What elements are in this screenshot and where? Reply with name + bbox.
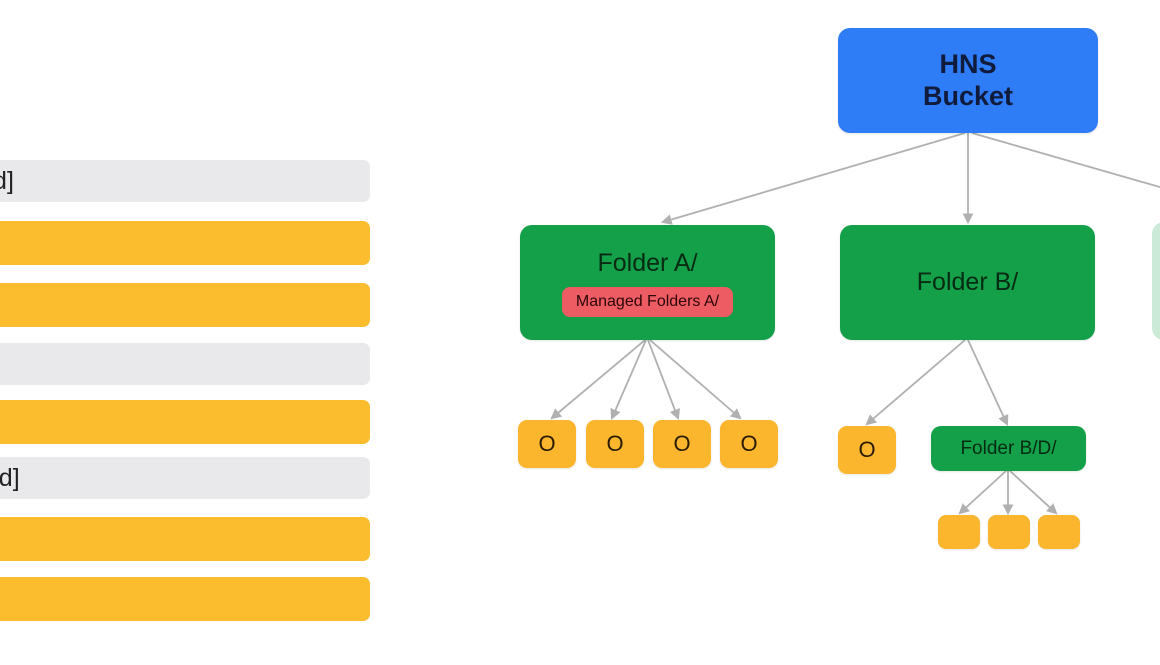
object-glyph: O [538,431,556,456]
object-glyph: O [673,431,691,456]
managed-folders-badge[interactable]: Managed Folders A/ [561,286,734,317]
list-group-header-label: lated] [0,463,20,492]
node-folder-bd[interactable]: Folder B/D/ [931,426,1086,471]
object-glyph: O [740,431,758,456]
node-hns-bucket-line2: Bucket [922,80,1014,111]
node-folder-b[interactable]: Folder B/ [840,225,1095,340]
node-folder-a[interactable]: Folder A/ Managed Folders A/ [520,225,775,340]
list-item[interactable] [0,400,370,444]
object-glyph: O [858,437,876,462]
edge-folder-a-to-object-1 [550,339,646,420]
node-object-small[interactable] [988,515,1030,549]
edge-folder-a-to-object-4 [649,339,742,420]
edge-bucket-to-folder-a [660,132,966,225]
node-object[interactable]: O [586,420,644,468]
node-object[interactable]: O [653,420,711,468]
node-object-small[interactable] [938,515,980,549]
list-item[interactable]: xt [0,577,370,621]
edge-folder-b-to-object [865,339,966,426]
edge-bucket-to-folder-c [971,132,1160,189]
node-object[interactable]: O [518,420,576,468]
list-group-header-label: ated] [0,166,15,195]
edge-folder-a-to-object-3 [647,339,680,421]
list-group-header: ated] [0,160,370,202]
list-group-header: ted] [0,343,370,385]
list-item[interactable] [0,283,370,327]
node-folder-a-label: Folder A/ [597,248,698,277]
node-hns-bucket-line1: HNS [939,48,997,79]
node-hns-bucket[interactable]: HNS Bucket [838,28,1098,133]
node-object[interactable]: O [838,426,896,474]
list-item[interactable]: xt [0,517,370,561]
object-glyph: O [606,431,624,456]
node-folder-b-label: Folder B/ [916,268,1019,296]
edge-folder-bd-to-object-1 [958,470,1007,515]
list-item[interactable] [0,221,370,265]
edge-folder-a-to-object-2 [610,339,647,420]
node-object-small[interactable] [1038,515,1080,549]
file-list-panel: ated] ted] lated] xt xt [0,0,400,665]
node-folder-clipped[interactable] [1152,222,1160,340]
tree-edges [550,132,1160,516]
hns-bucket-tree-diagram: HNS Bucket Folder A/ Managed Folders A/ … [400,0,1160,665]
node-object[interactable]: O [720,420,778,468]
edge-folder-bd-to-object-3 [1009,470,1058,515]
node-folder-bd-label: Folder B/D/ [960,437,1057,459]
edge-folder-b-to-folder-bd [967,339,1009,426]
list-group-header: lated] [0,457,370,499]
